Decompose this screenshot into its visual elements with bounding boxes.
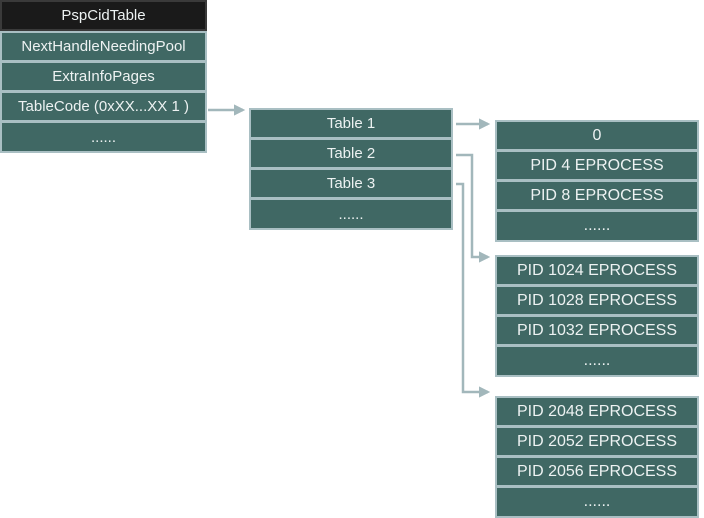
leaf1-row-0: 0 bbox=[497, 122, 697, 149]
leaf3-row-pid2056: PID 2056 EPROCESS bbox=[497, 458, 697, 485]
leaf3-row-pid2048: PID 2048 EPROCESS bbox=[497, 398, 697, 425]
root-row-nexthandleneedingpool: NextHandleNeedingPool bbox=[2, 33, 205, 60]
index-row-table1: Table 1 bbox=[251, 110, 451, 137]
leaf-table-2: PID 1024 EPROCESS PID 1028 EPROCESS PID … bbox=[495, 255, 699, 377]
leaf2-row-pid1028: PID 1028 EPROCESS bbox=[497, 287, 697, 314]
leaf2-row-pid1024: PID 1024 EPROCESS bbox=[497, 257, 697, 284]
index-table: Table 1 Table 2 Table 3 ...... bbox=[249, 108, 453, 230]
index-row-ellipsis: ...... bbox=[251, 200, 451, 228]
leaf-table-1: 0 PID 4 EPROCESS PID 8 EPROCESS ...... bbox=[495, 120, 699, 242]
leaf2-row-ellipsis: ...... bbox=[497, 347, 697, 375]
index-row-table2: Table 2 bbox=[251, 140, 451, 167]
leaf3-row-ellipsis: ...... bbox=[497, 488, 697, 516]
leaf1-row-ellipsis: ...... bbox=[497, 212, 697, 240]
leaf1-row-pid8: PID 8 EPROCESS bbox=[497, 182, 697, 209]
root-table: NextHandleNeedingPool ExtraInfoPages Tab… bbox=[0, 31, 207, 153]
root-table-header: PspCidTable bbox=[0, 0, 207, 31]
root-row-ellipsis: ...... bbox=[2, 123, 205, 151]
leaf-table-3: PID 2048 EPROCESS PID 2052 EPROCESS PID … bbox=[495, 396, 699, 518]
leaf3-row-pid2052: PID 2052 EPROCESS bbox=[497, 428, 697, 455]
arrow-table2-to-leaf-table-2 bbox=[456, 153, 491, 263]
root-row-extrainfopages: ExtraInfoPages bbox=[2, 63, 205, 90]
leaf2-row-pid1032: PID 1032 EPROCESS bbox=[497, 317, 697, 344]
index-row-table3: Table 3 bbox=[251, 170, 451, 197]
root-row-tablecode: TableCode (0xXX...XX 1 ) bbox=[2, 93, 205, 120]
arrow-table3-to-leaf-table-3 bbox=[456, 182, 491, 398]
leaf1-row-pid4: PID 4 EPROCESS bbox=[497, 152, 697, 179]
